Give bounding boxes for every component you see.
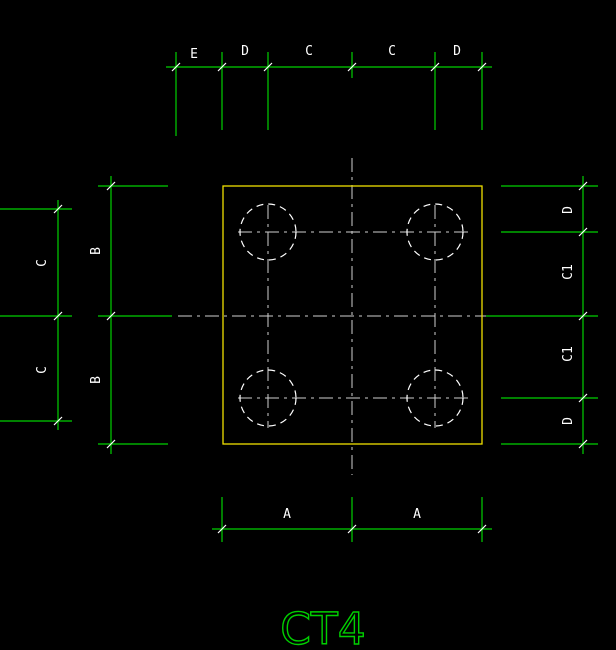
drawing-title: CT4	[280, 604, 366, 650]
right-dim-label-c1-top: C1	[561, 264, 576, 280]
bottom-dimension-chain: A A	[212, 497, 492, 542]
pile-cap-outline	[222, 185, 483, 445]
left-dim-label-b-bottom: B	[89, 376, 104, 384]
right-dimension-chain: D C1 C1 D	[486, 176, 598, 454]
bottom-dim-label-a-right: A	[413, 507, 421, 522]
center-lines	[178, 158, 512, 475]
right-dim-label-c1-bottom: C1	[561, 346, 576, 362]
pile-top-left	[239, 203, 297, 261]
top-dimension-chain: E D C C D	[166, 44, 492, 136]
top-dim-label-d-right: D	[453, 44, 461, 59]
top-dim-label-c-left: C	[305, 44, 313, 59]
left-dim-label-b-top: B	[89, 247, 104, 255]
left-dim-label-c-top: C	[35, 259, 50, 267]
pile-bottom-left	[239, 369, 297, 427]
top-dim-label-c-right: C	[388, 44, 396, 59]
left-dim-label-c-bottom: C	[35, 366, 50, 374]
bottom-dim-label-a-left: A	[283, 507, 291, 522]
left-inner-dimension-chain: B B	[89, 176, 172, 454]
top-dim-label-e: E	[190, 47, 198, 62]
piles	[239, 203, 464, 427]
left-outer-dimension-chain: C C	[0, 200, 72, 430]
right-dim-label-d-top: D	[561, 206, 576, 214]
top-dim-label-d-left: D	[241, 44, 249, 59]
right-dim-label-d-bottom: D	[561, 417, 576, 425]
pile-top-right	[406, 203, 464, 261]
pile-bottom-right	[406, 369, 464, 427]
